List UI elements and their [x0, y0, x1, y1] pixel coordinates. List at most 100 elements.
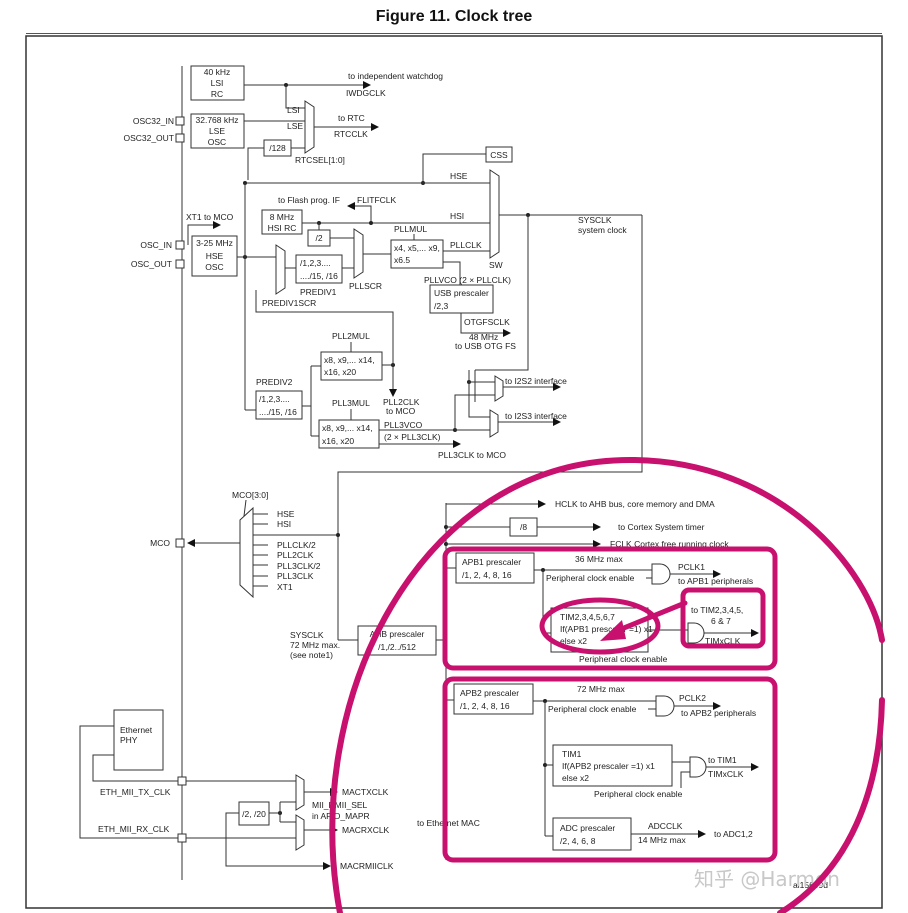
svg-text:/128: /128	[269, 143, 286, 153]
mco-input-hsi: HSI	[277, 519, 291, 529]
mco-input-pll3clk: PLL3CLK	[277, 571, 314, 581]
prediv1scr-mux	[275, 244, 286, 295]
sw-label: SW	[489, 260, 503, 270]
svg-text:/2,3: /2,3	[434, 301, 448, 311]
usb-otg-label: to USB OTG FS	[455, 341, 516, 351]
usb-48mhz-label: 48 MHz	[469, 332, 498, 342]
lsi-rc-block: 40 kHz LSI RC	[190, 65, 245, 101]
pllvco-label: PLLVCO (2 × PLLCLK)	[424, 275, 511, 285]
to-iwdg-label: to independent watchdog	[348, 71, 443, 81]
to-flash-label: to Flash prog. IF	[278, 195, 340, 205]
apb1-highlight-box	[442, 546, 778, 671]
fclk-label: FCLK Cortex free running clock	[610, 539, 729, 549]
svg-text:x16, x20: x16, x20	[324, 367, 356, 377]
lse-input-label: LSE	[287, 121, 303, 131]
apb2-enable-label: Peripheral clock enable	[548, 704, 637, 714]
sysclk-label: SYSCLK	[578, 215, 612, 225]
mco-input-hse: HSE	[277, 509, 295, 519]
sysclk-to-i2s3	[468, 370, 490, 418]
svg-text:40 kHz: 40 kHz	[204, 67, 230, 77]
mii-sel-label: MII_RMII_SEL	[312, 800, 368, 810]
pll3clk-mco-label: PLL3CLK to MCO	[438, 450, 506, 460]
apb2-max-label: 72 MHz max	[577, 684, 625, 694]
to-tim1-label: to TIM1	[708, 755, 737, 765]
junction-dot	[336, 533, 340, 537]
svg-text:RC: RC	[211, 89, 223, 99]
svg-text:If(APB1 prescaler =1) x1: If(APB1 prescaler =1) x1	[560, 624, 653, 634]
macrx-mux	[295, 814, 305, 851]
rtcsel-label: RTCSEL[1:0]	[295, 155, 345, 165]
apb1-periph-label: to APB1 peripherals	[678, 576, 753, 586]
eth-tx-pin	[177, 776, 187, 786]
highlight-arrow-head	[600, 620, 626, 641]
pll2mul-label: PLL2MUL	[332, 331, 370, 341]
phy-tx-line	[92, 754, 182, 782]
prediv2-block: /1,2,3.... ..../15, /16	[255, 390, 303, 420]
lsi-to-rtcsel	[285, 85, 305, 109]
highlight-circle-upper	[329, 457, 885, 913]
hse-osc-block: 3-25 MHz HSE OSC	[191, 235, 238, 277]
apb2-and-gate	[655, 695, 675, 717]
svg-text:APB2 prescaler: APB2 prescaler	[460, 688, 519, 698]
i2s2-label: to I2S2 interface	[505, 376, 567, 386]
pll2clk-mco-label: to MCO	[386, 406, 416, 416]
apb1-enable-label: Peripheral clock enable	[546, 573, 635, 583]
eth-rx-pin	[177, 833, 187, 843]
lse-osc-block: 32.768 kHz LSE OSC	[190, 113, 245, 149]
mco-input-pllclk2: PLLCLK/2	[277, 540, 316, 550]
pclk2-label: PCLK2	[679, 693, 706, 703]
svg-text:TIM1: TIM1	[562, 749, 582, 759]
pllvco-line	[443, 261, 461, 285]
svg-text:..../15, /16: ..../15, /16	[259, 407, 297, 417]
osc-out-pin	[175, 259, 185, 269]
rtcclk-label: RTCCLK	[334, 129, 368, 139]
pllmul-block: x4, x5,... x9, x6.5	[390, 239, 444, 269]
sysclk-note-2: 72 MHz max.	[290, 640, 340, 650]
sysclk-note-3: (see note1)	[290, 650, 333, 660]
svg-text:x16, x20: x16, x20	[322, 436, 354, 446]
osc32-in-label: OSC32_IN	[133, 116, 174, 126]
svg-text:CSS: CSS	[490, 150, 508, 160]
svg-text:x4, x5,... x9,: x4, x5,... x9,	[394, 243, 440, 253]
prediv1-block: /1,2,3.... ..../15, /16	[295, 254, 343, 284]
prediv1scr-label: PREDIV1SCR	[262, 298, 316, 308]
tim1-and-gate	[689, 756, 707, 778]
pll3mul-block: x8, x9,... x14, x16, x20	[318, 419, 380, 449]
apb2-periph-label: to APB2 peripherals	[681, 708, 756, 718]
sysclk-note-1: SYSCLK	[290, 630, 324, 640]
pllclk-label: PLLCLK	[450, 240, 482, 250]
adc-prescaler-block: ADC prescaler /2, 4, 6, 8	[552, 817, 632, 851]
osc-in-pin	[175, 240, 185, 250]
svg-text:else x2: else x2	[560, 636, 587, 646]
mco-inputs	[253, 513, 338, 587]
hsi-rc-block: 8 MHz HSI RC	[261, 209, 303, 235]
svg-text:3-25 MHz: 3-25 MHz	[196, 238, 233, 248]
ethernet-phy-block: Ethernet PHY	[113, 709, 164, 771]
timx-highlight-box	[680, 587, 766, 649]
pll3vco-label: PLL3VCO	[384, 420, 423, 430]
rx-to-div	[225, 812, 239, 838]
pllmul-label: PLLMUL	[394, 224, 427, 234]
svg-text:ADC prescaler: ADC prescaler	[560, 823, 615, 833]
tim1-enable-line	[680, 771, 690, 788]
title-rule	[26, 33, 882, 34]
osc-out-label: OSC_OUT	[131, 259, 172, 269]
to-rtc-label: to RTC	[338, 113, 365, 123]
svg-text:/2, /20: /2, /20	[242, 809, 266, 819]
svg-text:OSC: OSC	[205, 262, 223, 272]
rtcsel-mux	[304, 100, 315, 154]
css-line	[422, 153, 486, 183]
svg-text:LSE: LSE	[209, 126, 225, 136]
apb2-prescaler-block: APB2 prescaler /1, 2, 4, 8, 16	[453, 683, 534, 715]
eth-tx-label: ETH_MII_TX_CLK	[100, 787, 171, 797]
tim2-enable-label: Peripheral clock enable	[579, 654, 668, 664]
flitfclk-label: FLITFCLK	[357, 195, 397, 205]
figure-title: Figure 11. Clock tree	[375, 8, 533, 25]
svg-text:x8, x9,... x14,: x8, x9,... x14,	[324, 355, 375, 365]
pll2clk-label: PLL2CLK	[383, 397, 420, 407]
svg-text:..../15, /16: ..../15, /16	[300, 271, 338, 281]
i2s3-label: to I2S3 interface	[505, 411, 567, 421]
iwdgclk-label: IWDGCLK	[346, 88, 386, 98]
svg-text:OSC: OSC	[208, 137, 226, 147]
osc-in-label: OSC_IN	[140, 240, 172, 250]
